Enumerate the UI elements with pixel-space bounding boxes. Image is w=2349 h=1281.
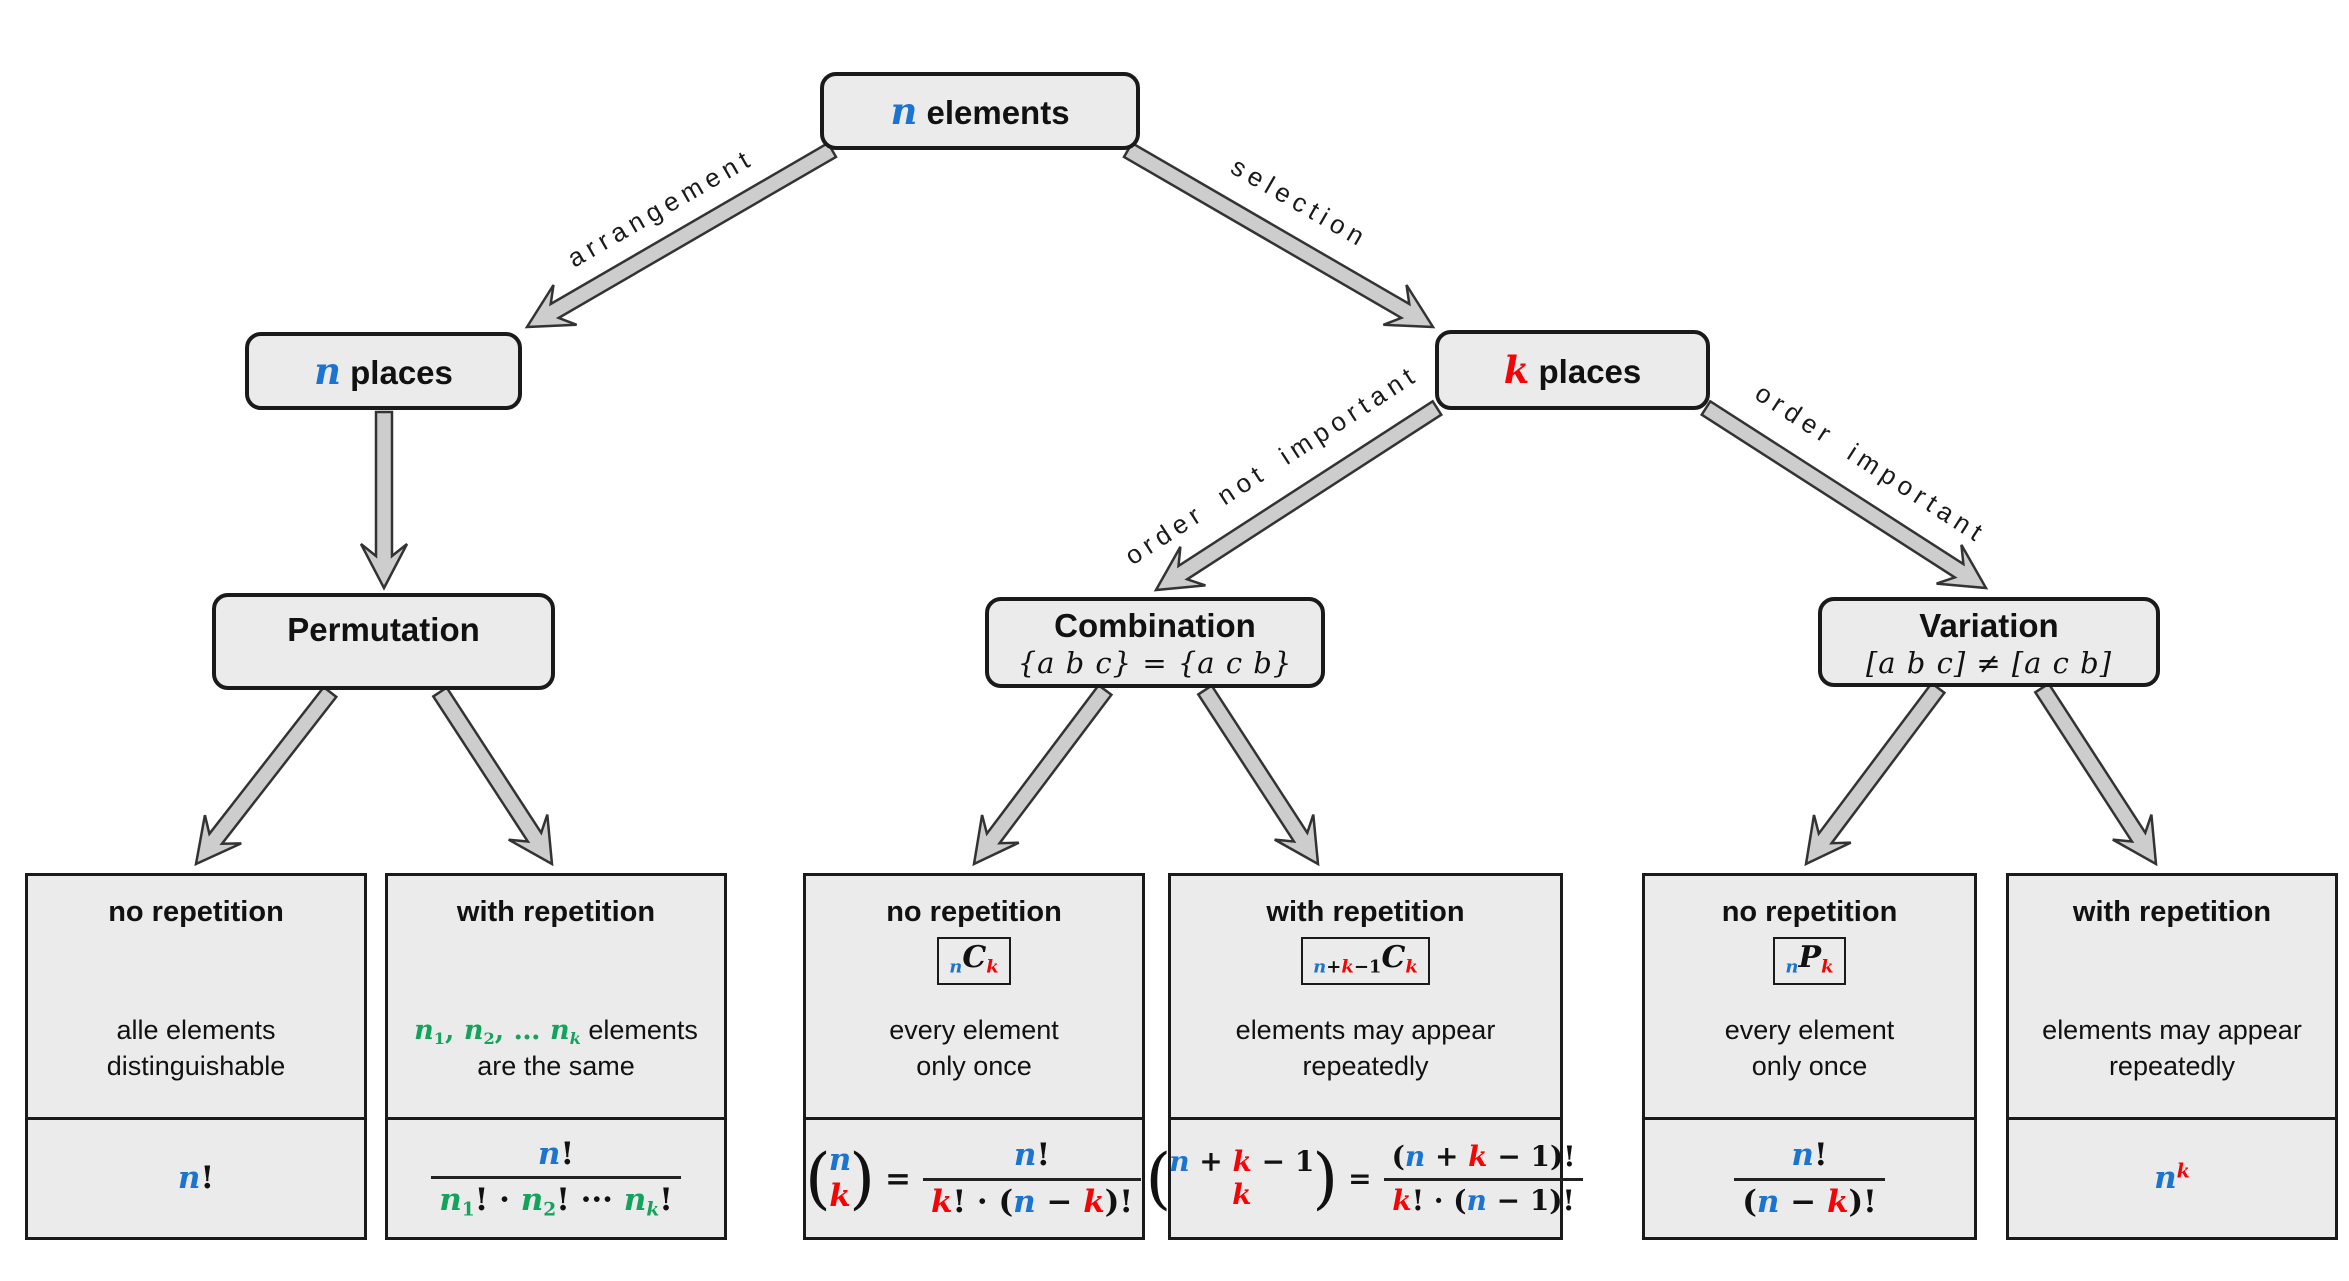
- flow-arrow: [1153, 399, 1444, 592]
- notation-badge-n+k-1Ck: n+k−1Ck: [1301, 936, 1430, 986]
- flow-arrow: [2033, 681, 2158, 867]
- node-title: Variation: [1919, 607, 2059, 644]
- flow-arrow: [1699, 399, 1989, 590]
- leaf-title: with repetition: [2072, 896, 2272, 928]
- node-variation: Variation [a b c] ≠ [a c b]: [1818, 597, 2160, 687]
- node-subtitle: [a b c] ≠ [a c b]: [1865, 646, 2113, 680]
- leaf-combination-with-repetition: with repetition n+k−1Ck elements may app…: [1145, 873, 1583, 1240]
- node-permutation: Permutation: [212, 593, 555, 690]
- node-n-places: n places: [245, 332, 522, 410]
- node-title: k places: [1503, 347, 1642, 392]
- flow-arrow: [194, 685, 339, 867]
- node-n-elements: n elements: [820, 72, 1140, 150]
- leaf-formula: nk: [2154, 1159, 2190, 1197]
- flow-arrow: [1804, 681, 1947, 867]
- leaf-formula: n!: [177, 1160, 215, 1197]
- leaf-title: with repetition: [1266, 896, 1465, 928]
- flow-arrow: [1196, 683, 1320, 867]
- node-title: n elements: [890, 88, 1070, 133]
- leaf-formula: n!n1! · n2! ··· nk!: [388, 1120, 724, 1237]
- node-subtitle: {a b c} = {a c b}: [1017, 646, 1293, 680]
- flow-arrow: [972, 683, 1114, 867]
- flow-arrow: [524, 141, 838, 329]
- notation-badge-nCk: nCk: [937, 936, 1011, 986]
- flow-arrow: [359, 410, 409, 591]
- node-title: Combination: [1054, 607, 1256, 644]
- leaf-title: no repetition: [1721, 896, 1898, 928]
- node-combination: Combination {a b c} = {a c b}: [985, 597, 1325, 688]
- leaf-title: no repetition: [108, 896, 284, 928]
- notation-badge-nPk: nPk: [1773, 936, 1846, 986]
- node-title: Permutation: [287, 611, 480, 648]
- node-title: n places: [314, 348, 453, 393]
- leaf-formula: n!(n − k)!: [1645, 1120, 1974, 1237]
- flow-arrow: [431, 685, 554, 867]
- leaf-title: no repetition: [886, 896, 1062, 928]
- node-k-places: k places: [1435, 330, 1710, 410]
- flow-arrow: [1122, 141, 1436, 329]
- leaf-title: with repetition: [456, 896, 656, 928]
